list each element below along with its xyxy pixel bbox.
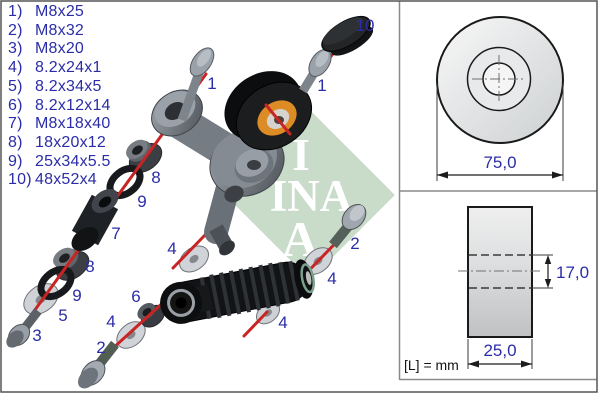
callout-label-2: 2 (350, 234, 359, 253)
pulley-side-profile (467, 206, 533, 338)
part-size: 18x20x12 (35, 133, 106, 151)
part-size: M8x20 (35, 40, 85, 58)
ina-logo-letter-top: I (292, 129, 310, 180)
part-number: 9) (8, 152, 23, 170)
part-size: 8.2x34x5 (35, 77, 102, 95)
part-size: M8x32 (35, 21, 85, 39)
o-ring-9-lower (37, 265, 75, 301)
callout-label-10: 10 (356, 16, 375, 35)
bore-dimension: 17,0 (531, 254, 589, 289)
tensioner-bracket (151, 89, 285, 256)
ina-logo-letter-middle: INA (270, 171, 353, 221)
callout-label-4: 4 (327, 269, 336, 288)
callout-label-3: 3 (32, 326, 41, 345)
spacer-sleeve-7 (71, 189, 119, 251)
parts-list-item: 8) 18x20x12 (8, 134, 111, 153)
callout-label-1: 1 (207, 74, 216, 93)
parts-list-item: 6) 8.2x12x14 (8, 97, 111, 116)
callout-label-1: 1 (317, 76, 326, 95)
part-size: M8x25 (35, 3, 85, 20)
callout-label-6: 6 (131, 287, 140, 306)
washer-4-lower-left (116, 321, 146, 349)
part-number: 10) (8, 171, 32, 189)
part-number: 5) (8, 77, 23, 95)
part-size: 8.2x24x1 (35, 59, 102, 77)
vibration-damper (160, 259, 315, 324)
bracket-hub-hole (247, 160, 261, 170)
bushing-6 (137, 302, 165, 328)
parts-list-item: 5) 8.2x34x5 (8, 78, 111, 97)
part-number: 3) (8, 40, 23, 58)
callout-label-8: 8 (151, 168, 160, 187)
axis-over-pulley (264, 103, 292, 136)
cap-disc-10 (321, 15, 374, 56)
front-view-panel: 75,0 (436, 16, 564, 181)
parts-list-item: 7) M8x18x40 (8, 115, 111, 134)
part-number: 2) (8, 21, 23, 39)
bolt-1-left (177, 47, 215, 122)
callout-label-7: 7 (111, 224, 120, 243)
callout-label-4: 4 (106, 312, 115, 331)
bracket-pin-tip (219, 240, 235, 256)
bore-value: 17,0 (556, 263, 589, 282)
side-view-panel: 17,0 25,0 [L] = mm (404, 206, 589, 373)
width-value: 25,0 (483, 341, 516, 360)
idler-pulley (224, 71, 313, 151)
part-number: 6) (8, 96, 23, 114)
part-number: 4) (8, 59, 23, 77)
part-number: 8) (8, 133, 23, 151)
callout-label-5: 5 (58, 306, 67, 325)
axis-line-bracket-pin (171, 232, 208, 270)
diameter-value: 75,0 (483, 153, 516, 172)
part-size: 8.2x12x14 (35, 96, 111, 114)
bolt-2-right (329, 203, 367, 249)
part-number: 7) (8, 115, 23, 133)
part-number: 1) (8, 3, 23, 20)
parts-list: 1) M8x25 2) M8x32 3) M8x20 4) 8.2x24x1 5) 8.2x34x… (8, 3, 111, 190)
parts-list-item: 4) 8.2x24x1 (8, 59, 111, 78)
outer-frame (0, 0, 598, 393)
callout-label-2: 2 (96, 338, 105, 357)
axis-line-below-damper (242, 310, 269, 338)
parts-list-item: 1) M8x25 (8, 3, 111, 22)
width-dimension: 25,0 (467, 339, 533, 369)
panel-borders (0, 0, 598, 393)
callout-label-4: 4 (278, 313, 287, 332)
unit-note: [L] = mm (404, 357, 459, 373)
callout-label-4: 4 (167, 239, 176, 258)
part-size: 25x34x5.5 (35, 152, 111, 170)
callout-label-9: 9 (72, 286, 81, 305)
part-size: 48x52x4 (35, 171, 97, 189)
parts-list-item: 10)48x52x4 (8, 171, 111, 190)
parts-list-item: 2) M8x32 (8, 22, 111, 41)
bracket-hex-hole (224, 185, 244, 203)
bolt-1-right (299, 48, 332, 94)
parts-list-item: 9) 25x34x5.5 (8, 153, 111, 172)
bolt-3 (6, 308, 42, 348)
diameter-dimension: 75,0 (436, 84, 564, 181)
part-size: M8x18x40 (35, 115, 111, 133)
parts-list-item: 3) M8x20 (8, 40, 111, 59)
callout-label-9: 9 (137, 192, 146, 211)
callout-label-8: 8 (85, 257, 94, 276)
bolt-2-left (78, 340, 119, 389)
